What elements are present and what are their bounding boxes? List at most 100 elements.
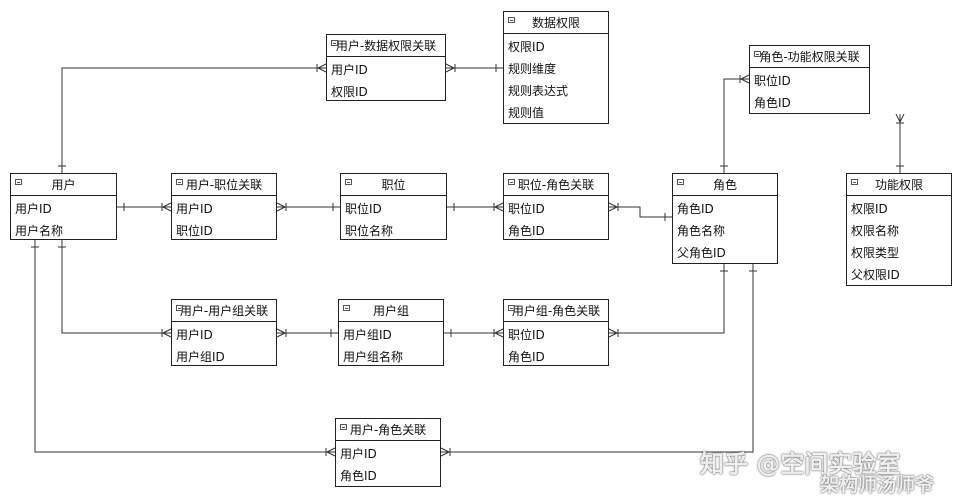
entity-title: 用户组-角色关联 [511,304,601,318]
cardinality-many-marker [608,328,618,334]
field-user-name: 用户名称 [15,224,64,238]
cardinality-many-marker [276,202,286,208]
field-permission-id: 权限ID [331,85,368,99]
field-user-id: 用户ID [176,202,213,216]
cardinality-many-marker [317,67,327,73]
entity-user-role-link[interactable]: 用户-角色关联 用户ID 角色ID [335,418,441,487]
cardinality-many-marker [317,63,327,69]
field-position-id: 职位ID [508,202,545,216]
entity-user-usergroup-link[interactable]: 用户-用户组关联 用户ID 用户组ID [171,299,277,366]
entity-usergroup[interactable]: 用户组 用户组ID 用户组名称 [338,299,444,366]
entity-title: 用户-职位关联 [185,178,263,192]
field-permission-name: 权限名称 [851,224,900,238]
collapse-icon[interactable] [176,179,183,185]
cardinality-many-marker [494,332,504,338]
field-position-id: 职位ID [345,202,382,216]
field-permission-type: 权限类型 [851,246,900,260]
field-position-id: 职位ID [176,224,213,238]
entity-user-data-permission-link[interactable]: 用户-数据权限关联 用户ID 权限ID [326,34,446,101]
entity-position[interactable]: 职位 职位ID 职位名称 [340,173,447,240]
field-role-id: 角色ID [340,469,377,483]
cardinality-many-marker [608,206,618,212]
entity-title: 功能权限 [874,178,923,192]
watermark-line-2: 架构师汤师爷 [820,474,935,496]
collapse-icon[interactable] [331,40,338,46]
field-position-id: 职位ID [508,328,545,342]
collapse-icon[interactable] [851,179,858,185]
entity-title: 用户-用户组关联 [179,304,269,318]
cardinality-many-marker [608,202,618,208]
watermark-line-1: 知乎 @空间实验室 [700,450,901,478]
collapse-icon[interactable] [508,305,515,311]
entity-role-function-permission-link[interactable]: 角色-功能权限关联 职位ID 角色ID [749,45,870,114]
field-parent-permission-id: 父权限ID [851,268,900,282]
field-user-id: 用户ID [176,328,213,342]
cardinality-many-marker [326,447,336,453]
collapse-icon[interactable] [343,305,350,311]
field-position-id: 职位ID [754,74,791,88]
entity-user-position-link[interactable]: 用户-职位关联 用户ID 职位ID [171,173,277,240]
entity-title: 用户-数据权限关联 [335,39,437,53]
field-role-id: 角色ID [754,96,791,110]
connector-user-role-link-to-role [441,264,754,453]
field-permission-id: 权限ID [508,40,545,54]
collapse-icon[interactable] [345,179,352,185]
connector-user-to-usergroup-link [61,240,171,334]
connector-role-link-to-role [609,206,672,218]
cardinality-many-marker [276,206,286,212]
entity-title: 职位-角色关联 [517,178,595,192]
entity-title: 职位 [381,178,406,192]
entity-title: 角色-功能权限关联 [759,50,860,64]
field-rule-expression: 规则表达式 [508,84,569,98]
entity-position-role-link[interactable]: 职位-角色关联 职位ID 角色ID [503,173,609,240]
entity-title: 用户-角色关联 [349,423,427,437]
cardinality-many-marker [608,332,618,338]
collapse-icon[interactable] [15,179,22,185]
field-role-id: 角色ID [508,350,545,364]
cardinality-many-marker [445,63,455,69]
cardinality-many-marker [899,113,905,123]
cardinality-many-marker [494,328,504,334]
cardinality-many-marker [162,332,172,338]
field-usergroup-id: 用户组ID [343,328,392,342]
collapse-icon[interactable] [508,179,515,185]
collapse-icon[interactable] [754,51,761,57]
cardinality-many-marker [440,451,450,457]
cardinality-many-marker [162,206,172,212]
cardinality-many-marker [494,206,504,212]
entity-data-permission[interactable]: 数据权限 权限ID 规则维度 规则表达式 规则值 [503,11,609,124]
field-role-id: 角色ID [677,202,714,216]
cardinality-many-marker [494,202,504,208]
entity-function-permission[interactable]: 功能权限 权限ID 权限名称 权限类型 父权限ID [846,173,952,286]
collapse-icon[interactable] [340,424,347,430]
entity-title: 角色 [712,178,737,192]
cardinality-many-marker [740,74,750,80]
connector-user-to-role-link [34,240,335,453]
entity-title: 用户组 [372,304,409,318]
field-rule-dimension: 规则维度 [508,62,557,76]
entity-role[interactable]: 角色 角色ID 角色名称 父角色ID [672,173,778,264]
entity-user[interactable]: 用户 用户ID 用户名称 [10,173,117,240]
cardinality-many-marker [440,447,450,453]
cardinality-many-marker [895,113,901,123]
cardinality-many-marker [326,451,336,457]
field-permission-id: 权限ID [851,202,888,216]
cardinality-many-marker [276,328,286,334]
field-user-id: 用户ID [340,447,377,461]
field-usergroup-name: 用户组名称 [343,350,404,364]
cardinality-many-marker [445,67,455,73]
collapse-icon[interactable] [677,179,684,185]
entity-title: 用户 [51,178,76,192]
connector-usergroup-role-link-to-role [609,264,725,334]
entity-title: 数据权限 [531,16,580,30]
field-rule-value: 规则值 [508,106,545,120]
field-role-name: 角色名称 [677,224,726,238]
collapse-icon[interactable] [176,305,183,311]
collapse-icon[interactable] [508,17,515,23]
cardinality-many-marker [740,78,750,84]
connector-role-to-function-permission-link [723,78,749,173]
field-role-id: 角色ID [508,224,545,238]
field-usergroup-id: 用户组ID [176,350,225,364]
entity-usergroup-role-link[interactable]: 用户组-角色关联 职位ID 角色ID [503,299,609,366]
